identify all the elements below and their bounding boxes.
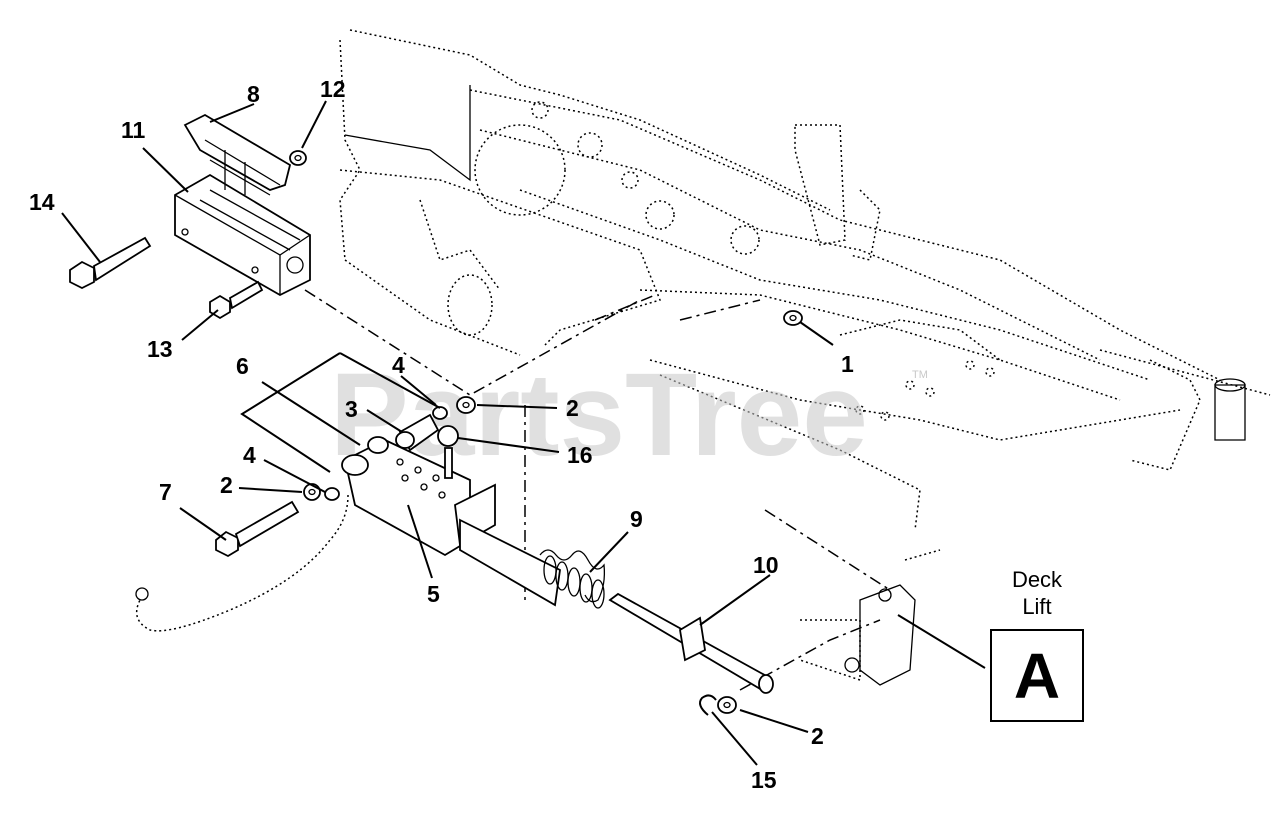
callout-2-bottom: 2: [811, 723, 824, 749]
part-2-washer-bottom: [717, 696, 737, 714]
leader-lines: [61, 100, 986, 766]
washer-1: [783, 310, 803, 326]
reference-title-line1: Deck: [1012, 567, 1063, 592]
reference-box[interactable]: [990, 629, 1084, 722]
part-9-spring: [539, 549, 606, 609]
callout-2-top: 2: [566, 395, 579, 421]
part-2-washer-left: [303, 483, 321, 501]
callout-15: 15: [751, 767, 777, 793]
callout-9: 9: [630, 506, 643, 532]
callout-8: 8: [247, 81, 260, 107]
callouts: 1 2 2 2 3 4 4 5 6 7 8 9 10 11 12 13 14 1…: [29, 76, 854, 793]
callout-3: 3: [345, 396, 358, 422]
part-16-ring: [437, 425, 459, 447]
callout-6: 6: [236, 353, 249, 379]
part-13-bolt: [209, 280, 264, 320]
callout-12: 12: [320, 76, 346, 102]
part-7-bolt: [215, 500, 300, 558]
part-2-washer-top: [456, 396, 476, 414]
callout-2-left: 2: [220, 472, 233, 498]
callout-10: 10: [753, 552, 779, 578]
part-3-bushing: [395, 413, 440, 452]
watermark-trademark: TM: [912, 369, 928, 381]
callout-11: 11: [121, 117, 146, 143]
callout-5: 5: [427, 581, 440, 607]
callout-4-lower: 4: [243, 442, 256, 468]
callout-4-upper: 4: [392, 352, 405, 378]
part-12-washer: [289, 150, 307, 166]
part-5-lift-arm: [341, 436, 561, 607]
callout-1: 1: [841, 351, 854, 377]
part-15-clip: [699, 694, 717, 716]
ground-wire: [135, 494, 349, 632]
callout-14: 14: [29, 189, 55, 215]
callout-13: 13: [147, 336, 173, 362]
part-14-bolt: [69, 236, 152, 290]
reference-deck-lift[interactable]: Deck Lift A: [990, 567, 1084, 722]
part-10-rod: [608, 592, 774, 694]
reference-letter: A: [1014, 640, 1060, 712]
part-11-housing: [174, 173, 311, 297]
callout-16: 16: [567, 442, 593, 468]
part-4-spacer-upper: [432, 406, 448, 420]
callout-7: 7: [159, 479, 172, 505]
part-4-spacer-lower: [324, 487, 340, 501]
part-8-bracket: [183, 113, 292, 196]
alignment-lines: [304, 289, 891, 691]
tractor-frame: [339, 29, 1271, 686]
reference-title-line2: Lift: [1022, 594, 1051, 619]
